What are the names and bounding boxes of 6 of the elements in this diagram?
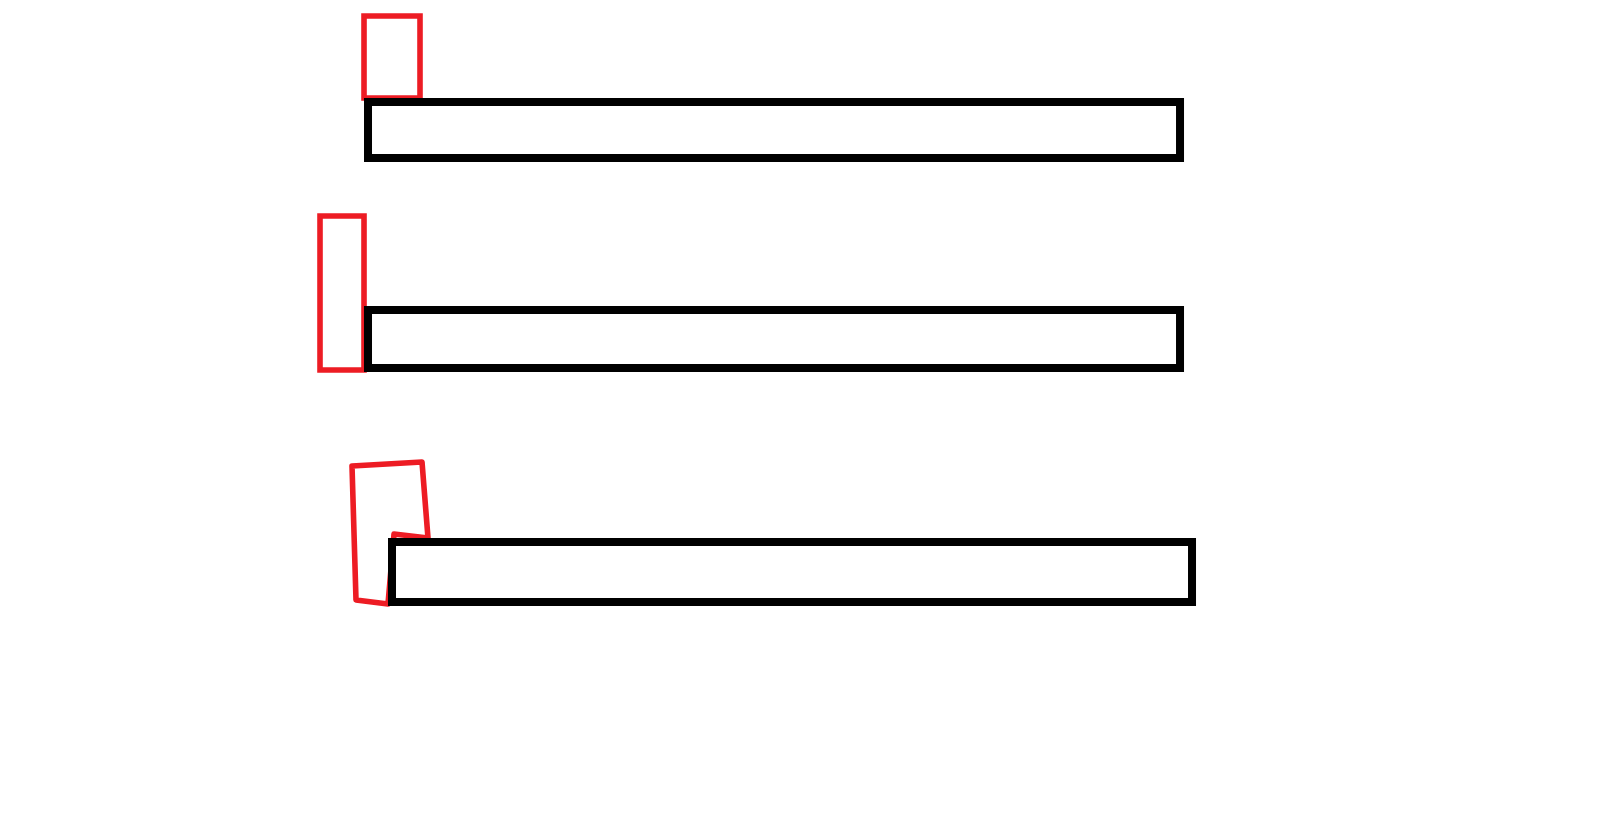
freehand-outline (349, 459, 431, 607)
marker-box (361, 13, 423, 101)
long-bar (364, 98, 1184, 162)
long-bar (364, 306, 1184, 372)
long-bar (388, 538, 1196, 606)
marker-box (317, 213, 367, 373)
